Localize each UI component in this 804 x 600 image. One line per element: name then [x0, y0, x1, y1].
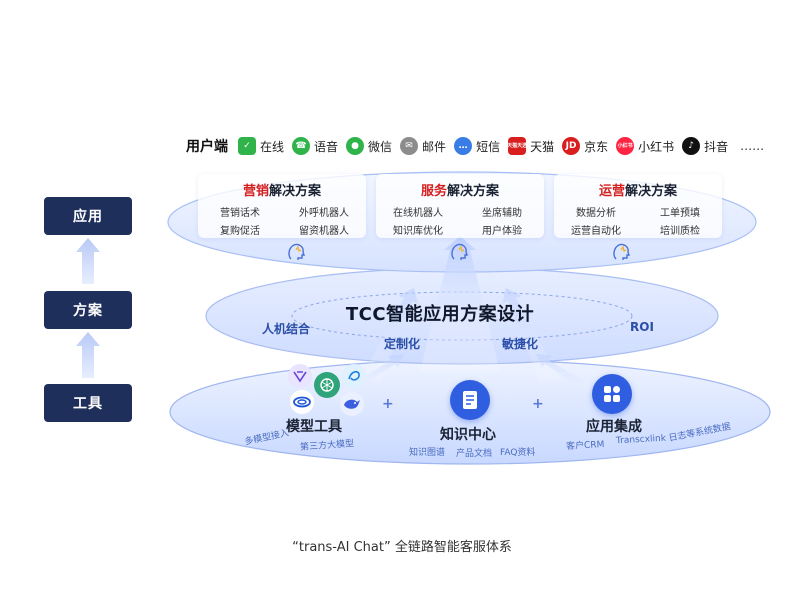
solution-title-rest: 解决方案 — [269, 184, 322, 199]
knowledge-center-icon — [450, 380, 490, 420]
keyword-roi: ROI — [630, 320, 654, 334]
solution-title-highlight: 服务 — [420, 184, 447, 199]
channel-wechat: ●微信 — [346, 137, 392, 155]
online-chat-icon: ✓ — [238, 137, 256, 155]
channel-title: 用户端 — [186, 139, 228, 155]
channel-label: 京东 — [584, 139, 609, 154]
solution-item: 复购促活 — [220, 226, 260, 237]
xiaohongshu-icon: 小红书 — [616, 137, 635, 155]
deepseek-logo-icon — [340, 392, 364, 416]
layer-label-app: 应用 — [44, 197, 132, 235]
tool-sub-item: 知识图谱 — [409, 448, 446, 458]
solution-item: 运营自动化 — [571, 226, 621, 237]
solution-title: 服务解决方案 — [376, 180, 544, 199]
channel-online: ✓ 在线 — [238, 137, 284, 155]
model-logo-a-icon — [288, 364, 312, 388]
layer-label-tool: 工具 — [44, 384, 132, 422]
figure-caption: “trans-AI Chat” 全链路智能客服体系 — [292, 540, 512, 555]
keyword-customization: 定制化 — [384, 337, 421, 351]
channel-email: ✉邮件 — [400, 137, 446, 155]
design-title: TCC智能应用方案设计 — [345, 304, 535, 325]
channel-label: 语音 — [314, 139, 339, 154]
douyin-icon: ♪ — [682, 137, 701, 155]
tool-title-model: 模型工具 — [286, 419, 342, 435]
solution-card-operations: 运营解决方案 数据分析 工单预填 运营自动化 培训质检 — [554, 174, 722, 238]
ai-head-icon — [288, 243, 305, 260]
rising-arrows — [330, 236, 610, 402]
tool-title-integration: 应用集成 — [586, 419, 642, 435]
channel-more: …… — [740, 139, 765, 153]
solution-item: 培训质检 — [660, 226, 700, 237]
channel-label: 天猫 — [530, 139, 555, 154]
keyword-agility: 敏捷化 — [502, 337, 539, 351]
tool-title-knowledge: 知识中心 — [440, 427, 496, 443]
solution-title-rest: 解决方案 — [625, 184, 678, 199]
model-logo-b-icon — [342, 364, 366, 388]
layer-label-solution: 方案 — [44, 291, 132, 329]
channel-xiaohongshu: 小红书小红书 — [616, 137, 674, 155]
solution-card-marketing: 营销解决方案 营销话术 外呼机器人 复购促活 留资机器人 — [198, 174, 366, 238]
ai-head-icon — [451, 243, 468, 260]
solution-title-highlight: 营销 — [242, 184, 269, 199]
channel-label: 抖音 — [704, 139, 729, 154]
solution-item: 营销话术 — [220, 208, 260, 219]
solution-item: 用户体验 — [482, 226, 522, 237]
jd-icon: JD — [562, 137, 581, 155]
sms-icon: … — [454, 137, 473, 155]
tool-sub-item: FAQ资料 — [500, 448, 536, 458]
solution-item: 坐席辅助 — [482, 208, 522, 219]
solution-title-rest: 解决方案 — [447, 184, 500, 199]
channel-label: 短信 — [476, 139, 501, 154]
solution-title: 运营解决方案 — [554, 180, 722, 199]
solution-item: 数据分析 — [576, 208, 616, 219]
solution-item: 外呼机器人 — [299, 208, 349, 219]
solution-item: 工单预填 — [660, 208, 700, 219]
solution-card-service: 服务解决方案 在线机器人 坐席辅助 知识库优化 用户体验 — [376, 174, 544, 238]
tool-sub-item: 客户CRM — [565, 440, 605, 452]
left-arrow-lower — [76, 332, 100, 378]
channel-tmall: 天猫天选天猫 — [507, 137, 555, 155]
solution-title: 营销解决方案 — [198, 180, 366, 199]
solution-title-highlight: 运营 — [598, 184, 625, 199]
mail-icon: ✉ — [400, 137, 419, 155]
solution-item: 留资机器人 — [299, 226, 349, 237]
chatgpt-logo-icon — [314, 372, 340, 398]
model-logo-c-icon — [290, 390, 314, 414]
channel-label: 微信 — [368, 139, 393, 154]
left-arrow-upper — [76, 238, 100, 284]
wechat-icon: ● — [346, 137, 365, 155]
channel-sms: …短信 — [454, 137, 500, 155]
solution-item: 在线机器人 — [393, 208, 443, 219]
channel-label: 在线 — [260, 139, 285, 154]
phone-icon: ☎ — [292, 137, 311, 155]
channel-voice: ☎语音 — [292, 137, 338, 155]
ai-head-icon — [613, 243, 630, 260]
plus-sign: + — [532, 396, 544, 412]
keyword-human-machine: 人机结合 — [262, 322, 311, 336]
tool-sub-item: 产品文档 — [456, 449, 493, 459]
channel-label: 邮件 — [422, 139, 447, 154]
channel-label: 小红书 — [638, 139, 675, 154]
tmall-icon: 天猫天选 — [507, 137, 527, 155]
plus-sign: + — [382, 396, 394, 412]
solution-item: 知识库优化 — [393, 226, 443, 237]
channel-douyin: ♪抖音 — [682, 137, 728, 155]
app-integration-icon — [592, 374, 632, 414]
